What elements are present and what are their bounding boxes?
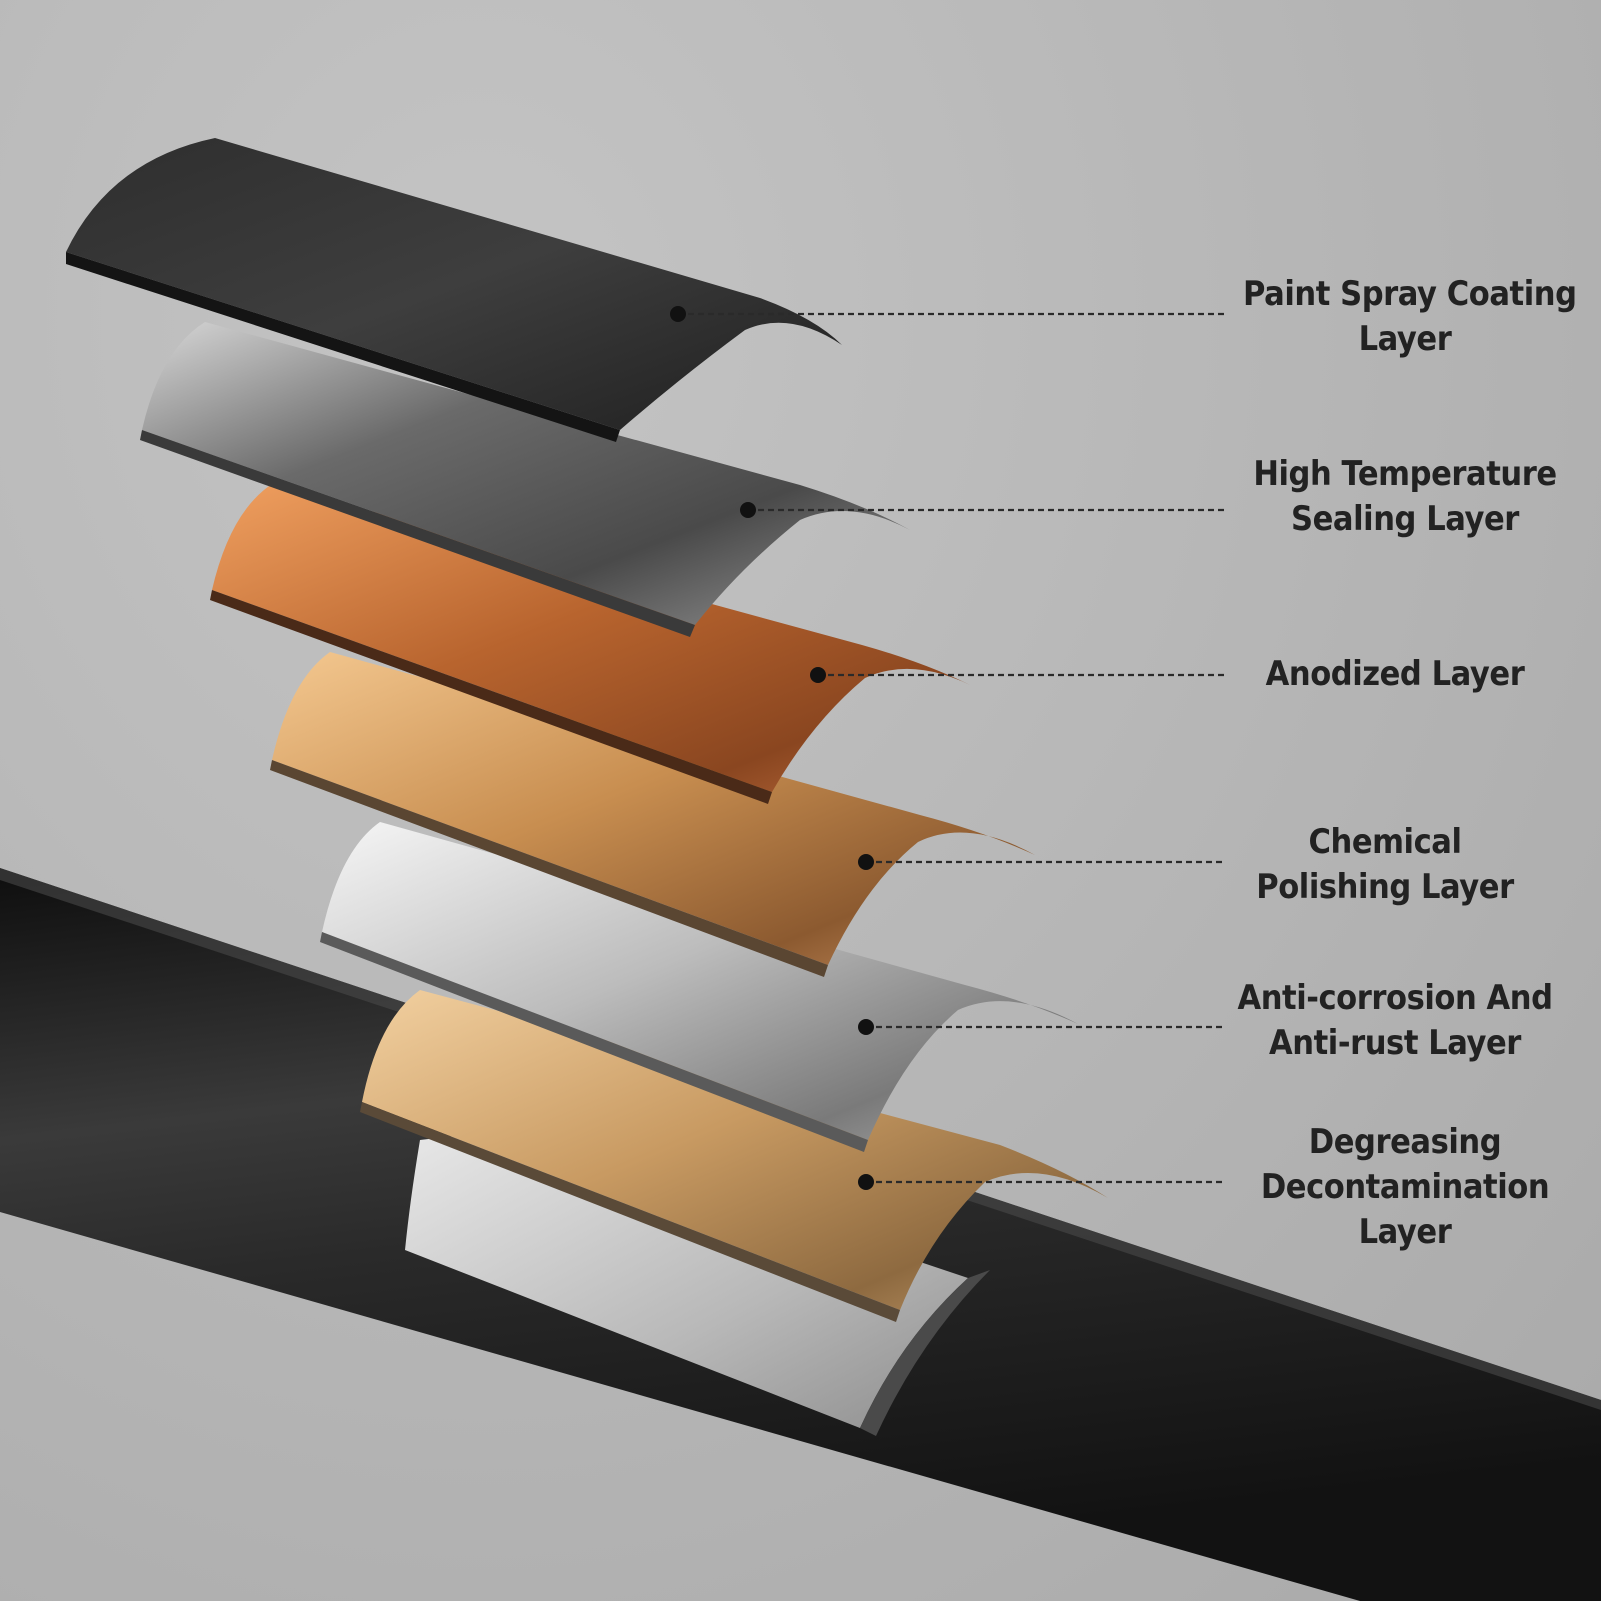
leader-dot-4	[858, 1019, 874, 1035]
shell-layer-5	[360, 990, 1108, 1322]
leader-dots	[670, 306, 874, 1190]
layer-label-anodized: Anodized Layer	[1233, 652, 1557, 697]
layer-label-chemical-polishing: Chemical Polishing Layer	[1223, 820, 1547, 910]
layer-label-line: Decontamination	[1260, 1167, 1550, 1207]
layer-label-high-temperature-sealing: High Temperature Sealing Layer	[1243, 452, 1567, 542]
leader-dot-2	[810, 667, 826, 683]
layer-label-line: Sealing Layer	[1291, 499, 1519, 539]
leader-dot-1	[740, 502, 756, 518]
leader-dot-3	[858, 854, 874, 870]
shell-layer-2	[210, 484, 980, 804]
layer-label-line: Anti-rust Layer	[1269, 1023, 1521, 1063]
layer-label-line: Paint Spray Coating	[1243, 274, 1577, 314]
layer-label-line: Layer	[1358, 1212, 1452, 1252]
layer-label-line: Polishing Layer	[1256, 867, 1514, 907]
layer-label-line: Chemical	[1308, 822, 1462, 862]
layer-label-line: Layer	[1358, 319, 1452, 359]
layer-label-line: Anodized Layer	[1265, 654, 1525, 694]
layer-label-line: Anti-corrosion And	[1237, 978, 1553, 1018]
layer-label-degreasing-decontamination: Degreasing Decontamination Layer	[1243, 1120, 1567, 1255]
pipe-inner-sleeve	[405, 1128, 990, 1436]
leader-dot-0	[670, 306, 686, 322]
leader-lines	[678, 312, 1225, 1184]
layer-label-paint-spray-coating: Paint Spray Coating Layer	[1243, 272, 1577, 362]
layer-label-anti-corrosion: Anti-corrosion And Anti-rust Layer	[1233, 976, 1557, 1066]
shell-layer-1	[140, 322, 910, 637]
layer-label-line: Degreasing	[1308, 1122, 1502, 1162]
layer-label-line: High Temperature	[1253, 454, 1557, 494]
shell-layer-3	[270, 652, 1035, 977]
shell-layer-0	[66, 138, 842, 442]
leader-dot-5	[858, 1174, 874, 1190]
shell-layer-4	[320, 822, 1078, 1152]
